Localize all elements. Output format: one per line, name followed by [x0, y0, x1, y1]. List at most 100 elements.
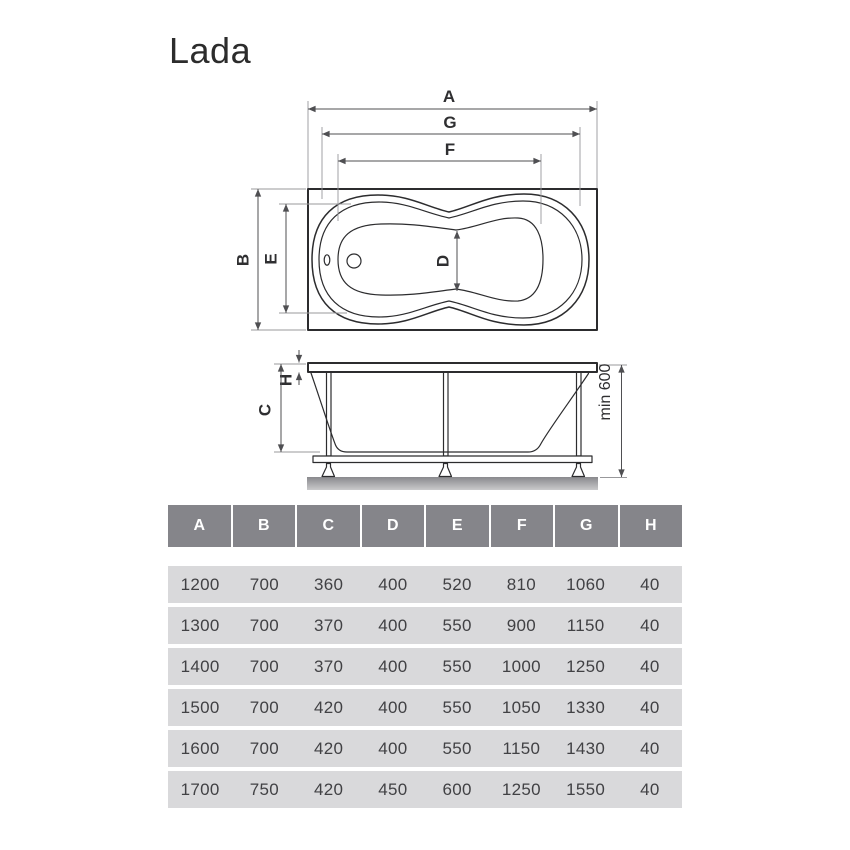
table-cell: 400: [378, 738, 408, 758]
table-cell: 40: [640, 779, 660, 799]
table-cell: 700: [249, 738, 279, 758]
table-row: 1600 700 420 400 550 1150 1430 40: [168, 730, 682, 767]
dim-A: A: [307, 87, 598, 188]
header-cell: A: [168, 505, 231, 547]
dim-min-height: min 600: [597, 363, 627, 478]
table-cell: 1150: [502, 738, 541, 758]
dim-label-a: A: [443, 87, 455, 106]
header-cell: D: [361, 505, 424, 547]
table-cell: 1050: [501, 697, 541, 717]
table-cell: 1550: [566, 779, 606, 799]
table-cell: 1200: [180, 574, 220, 594]
table-cell: 550: [442, 738, 472, 758]
overflow-oval: [323, 254, 331, 266]
table-header-row: A B C D E F G H: [168, 505, 682, 547]
table-row: 1700 750 420 450 600 1250 1550 40: [168, 771, 682, 808]
table-cell: 370: [313, 615, 344, 635]
table-cell: 450: [378, 779, 408, 799]
table-cell: 1500: [180, 697, 220, 717]
dim-F: F: [337, 140, 542, 224]
table-cell: 900: [506, 615, 536, 635]
table-row: 1300 700 370 400 550 900 1150 40: [168, 607, 682, 644]
table-cell: 520: [442, 574, 472, 594]
table-cell: 400: [378, 656, 408, 676]
table-cell: 420: [313, 697, 344, 717]
tub-rim-inner: [318, 200, 583, 319]
top-view-drawing: A G F B: [233, 87, 598, 331]
table-cell: 360: [313, 574, 344, 594]
table-row: 1400 700 370 400 550 1000 1250 40: [168, 648, 682, 685]
table-cell: 810: [506, 574, 536, 594]
table-cell: 550: [442, 615, 472, 635]
table-cell: 700: [249, 574, 279, 594]
header-cell: G: [555, 505, 618, 547]
table-cell: 550: [442, 697, 472, 717]
dim-label-b: B: [233, 254, 252, 266]
header-cell: F: [490, 505, 553, 547]
table-cell: 700: [249, 615, 279, 635]
tub-rim-outer: [311, 193, 590, 326]
table-cell: 1150: [566, 615, 605, 635]
dim-label-e: E: [261, 253, 280, 264]
table-cell: 600: [442, 779, 472, 799]
table-cell: 550: [442, 656, 472, 676]
frame-leg-middle: [442, 371, 449, 457]
dim-H: H: [276, 350, 303, 386]
rim-bar: [307, 362, 598, 373]
table-cell: 400: [378, 574, 408, 594]
table-cell: 1330: [566, 697, 606, 717]
table-row: 1200 700 360 400 520 810 1060 40: [168, 566, 682, 603]
table-cell: 40: [640, 656, 660, 676]
table-cell: 1400: [180, 656, 220, 676]
frame-foot-left: [321, 462, 336, 478]
table-cell: 1060: [566, 574, 606, 594]
table-cell: 700: [249, 697, 279, 717]
table-cell: 1250: [566, 656, 606, 676]
dim-label-d: D: [433, 255, 452, 267]
page-title: Lada: [169, 30, 252, 71]
table-cell: 420: [313, 738, 344, 758]
dim-D: D: [433, 231, 461, 291]
dim-E: E: [261, 203, 351, 314]
table-cell: 40: [640, 615, 660, 635]
table-cell: 1700: [180, 779, 220, 799]
header-cell: E: [426, 505, 489, 547]
dim-label-g: G: [443, 113, 456, 132]
table-cell: 40: [640, 738, 660, 758]
dim-G: G: [321, 113, 581, 206]
table-cell: 1300: [180, 615, 220, 635]
dim-label-h: H: [276, 374, 295, 386]
header-cell: C: [297, 505, 360, 547]
header-cell: B: [232, 505, 295, 547]
table-cell: 1250: [501, 779, 541, 799]
table-row: 1500 700 420 400 550 1050 1330 40: [168, 689, 682, 726]
table-cell: 1000: [501, 656, 541, 676]
tub-basin-outline: [337, 217, 544, 302]
tub-profile: [310, 372, 590, 453]
dimensions-table: A B C D E F G H 1200 700 360 400 520 810…: [168, 505, 682, 808]
table-cell: 370: [313, 656, 344, 676]
drain-circle: [346, 253, 362, 269]
table-cell: 40: [640, 574, 660, 594]
table-cell: 400: [378, 615, 408, 635]
dim-label-f: F: [445, 140, 455, 159]
frame-leg-left: [325, 371, 332, 457]
frame-foot-right: [571, 462, 586, 478]
side-view-drawing: H C min 600: [255, 350, 627, 490]
table-cell: 700: [249, 656, 279, 676]
table-cell: 1430: [566, 738, 606, 758]
frame-bottom-rail: [312, 455, 593, 464]
dim-label-c: C: [255, 404, 274, 416]
dim-label-min-600: min 600: [597, 363, 614, 420]
header-cell: H: [619, 505, 682, 547]
dim-B: B: [233, 188, 306, 331]
floor-strip: [307, 477, 598, 490]
table-cell: 750: [249, 779, 279, 799]
table-cell: 400: [378, 697, 408, 717]
table-cell: 420: [313, 779, 344, 799]
dim-C: C: [255, 363, 320, 453]
table-cell: 40: [640, 697, 660, 717]
frame-foot-middle: [438, 462, 453, 478]
